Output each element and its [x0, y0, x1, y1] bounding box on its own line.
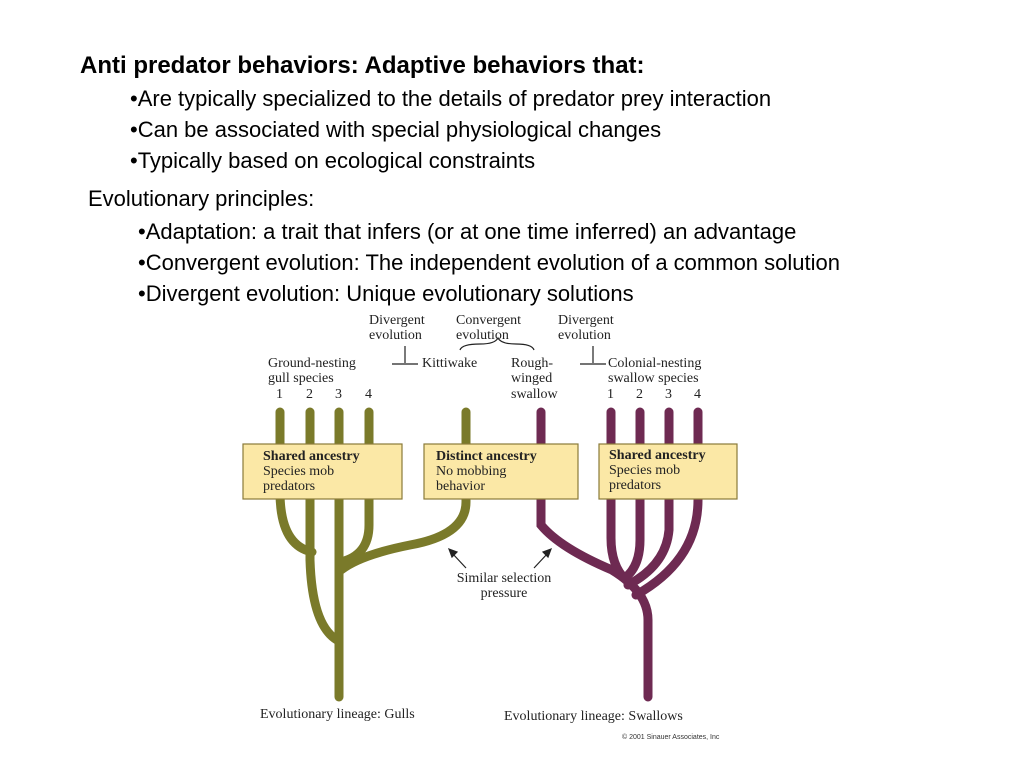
- swallow-label-2: winged: [511, 371, 552, 386]
- box-left-line-2: predators: [263, 479, 315, 494]
- principles-heading: Evolutionary principles:: [88, 186, 315, 211]
- kittiwake-branch: [336, 407, 471, 575]
- swallow-number-3: 3: [665, 387, 672, 402]
- gull-branch-4: [336, 407, 374, 567]
- box-left: Shared ancestry Species mob predators: [242, 443, 403, 500]
- swallow-lineage-branches: [536, 407, 703, 702]
- divergent-right-label-1: Divergent: [558, 313, 614, 328]
- slide-title: Anti predator behaviors: Adaptive behavi…: [80, 52, 645, 79]
- box-middle-line-1: No mobbing: [436, 464, 506, 479]
- gull-branch-2: [305, 407, 342, 645]
- lineage-swallows-label: Evolutionary lineage: Swallows: [504, 709, 683, 724]
- behavior-bullet-2: •Can be associated with special physiolo…: [130, 117, 662, 142]
- swallow-branch-4: [631, 407, 703, 600]
- convergent-label-2: evolution: [456, 328, 509, 343]
- gull-label-2: gull species: [268, 371, 334, 386]
- box-right-line-2: predators: [609, 478, 661, 493]
- divergent-left-label-2: evolution: [369, 328, 422, 343]
- colonial-label-2: swallow species: [608, 371, 699, 386]
- gull-number-4: 4: [365, 387, 372, 402]
- gull-label-1: Ground-nesting: [268, 356, 356, 371]
- convergent-label-1: Convergent: [456, 313, 521, 328]
- behavior-bullet-1: •Are typically specialized to the detail…: [130, 86, 772, 111]
- box-middle: Distinct ancestry No mobbing behavior: [423, 443, 579, 500]
- swallow-number-4: 4: [694, 387, 701, 402]
- behavior-bullet-3: •Typically based on ecological constrain…: [130, 148, 536, 173]
- swallow-branch-3: [623, 407, 674, 590]
- swallow-number-1: 1: [607, 387, 614, 402]
- principle-bullet-1: •Adaptation: a trait that infers (or at …: [138, 219, 797, 244]
- box-left-line-1: Species mob: [263, 464, 334, 479]
- box-right-line-1: Species mob: [609, 463, 680, 478]
- swallow-branch-2: [620, 407, 645, 583]
- box-left-title: Shared ancestry: [263, 449, 360, 464]
- lineage-gulls-label: Evolutionary lineage: Gulls: [260, 707, 415, 722]
- divergent-right-label-2: evolution: [558, 328, 611, 343]
- principle-bullet-3: •Divergent evolution: Unique evolutionar…: [138, 281, 634, 306]
- swallow-label-1: Rough-: [511, 356, 553, 371]
- box-middle-line-2: behavior: [436, 479, 485, 494]
- gull-number-2: 2: [306, 387, 313, 402]
- kittiwake-label: Kittiwake: [422, 356, 477, 371]
- box-right: Shared ancestry Species mob predators: [598, 443, 738, 500]
- divergent-left-label-1: Divergent: [369, 313, 425, 328]
- swallow-trunk: [536, 407, 653, 702]
- copyright-note: © 2001 Sinauer Associates, Inc: [622, 733, 720, 741]
- selection-label-2: pressure: [481, 586, 528, 601]
- selection-arrows: [447, 547, 553, 569]
- gull-number-3: 3: [335, 387, 342, 402]
- principle-bullet-2: •Convergent evolution: The independent e…: [138, 250, 840, 275]
- gull-number-1: 1: [276, 387, 283, 402]
- selection-label-1: Similar selection: [457, 571, 551, 586]
- swallow-number-2: 2: [636, 387, 643, 402]
- box-right-title: Shared ancestry: [609, 448, 706, 463]
- colonial-label-1: Colonial-nesting: [608, 356, 701, 371]
- box-middle-title: Distinct ancestry: [436, 449, 537, 464]
- label-connectors: [392, 336, 606, 365]
- swallow-label-3: swallow: [511, 387, 559, 402]
